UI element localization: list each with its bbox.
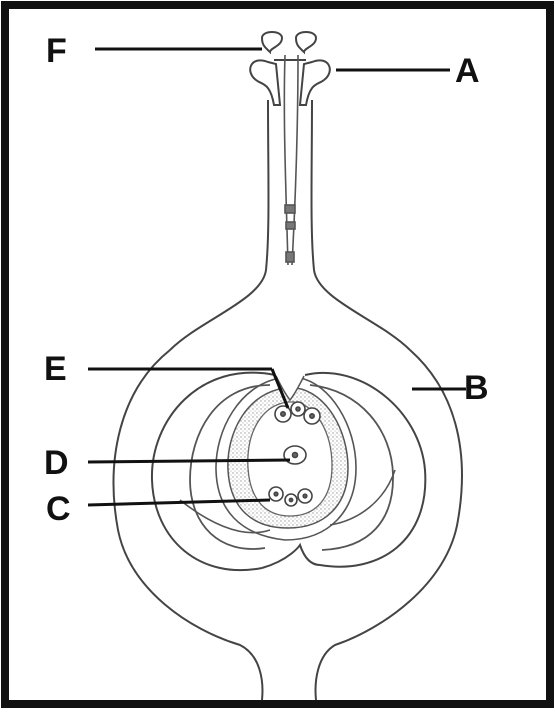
label-a: A [455,54,480,88]
label-f: F [46,34,67,68]
leader-d [88,460,290,462]
ovary-wall-right [316,350,462,700]
stigma [250,32,330,105]
label-b: B [464,371,489,405]
label-d: D [44,446,69,480]
label-c: C [46,492,71,526]
pollen-tube [284,55,298,265]
label-e: E [44,352,67,386]
frame [5,5,550,704]
funicle [262,545,320,568]
